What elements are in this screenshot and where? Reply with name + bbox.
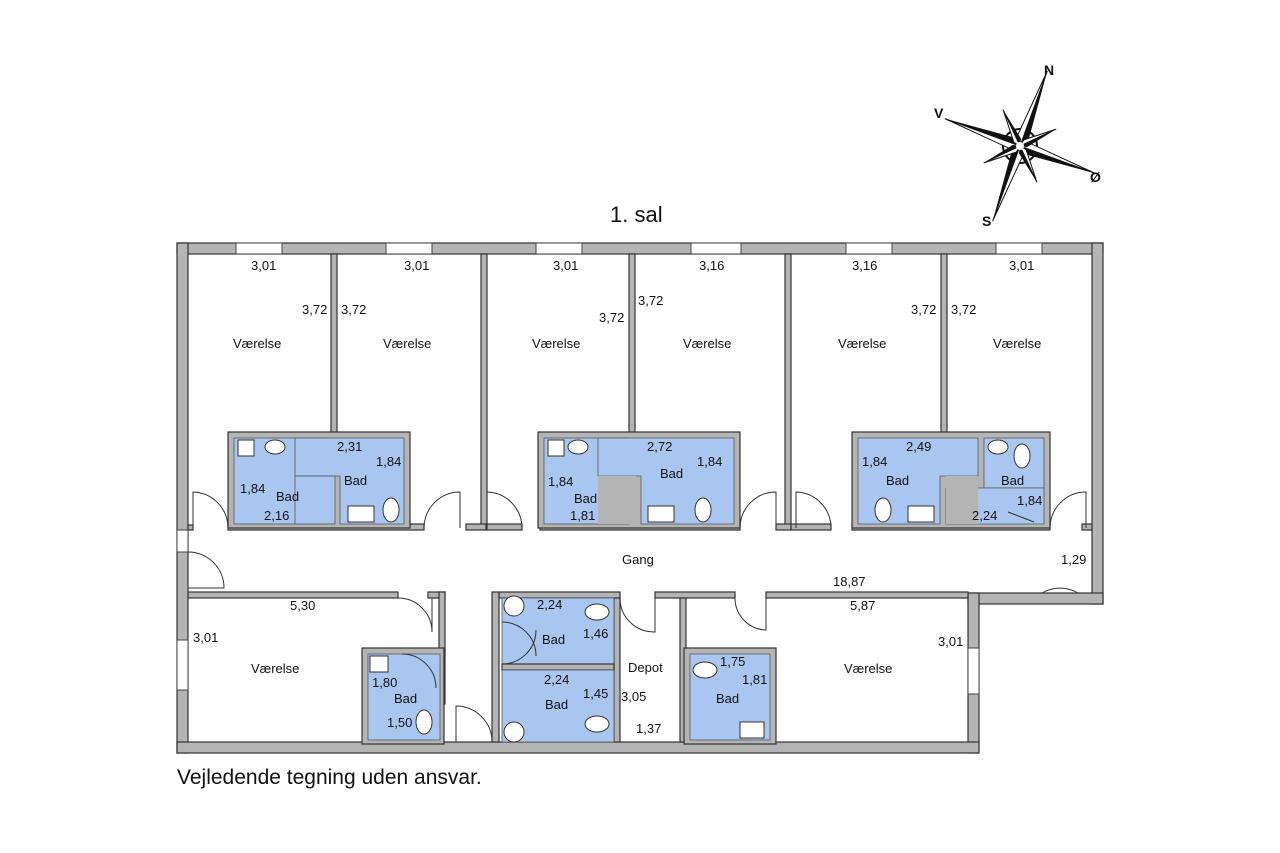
room-1-depth: 3,72 xyxy=(302,302,327,317)
room-1-width: 3,01 xyxy=(251,258,276,273)
bath-9-depth: 1,45 xyxy=(583,686,608,701)
bath-4-depth: 1,84 xyxy=(697,454,722,469)
bath-10-width: 1,75 xyxy=(720,654,745,669)
room-6-depth: 3,72 xyxy=(951,302,976,317)
bathrooms-lower xyxy=(361,595,777,745)
room-8-name: Værelse xyxy=(844,661,892,676)
bath-4-name: Bad xyxy=(660,466,683,481)
room-7-width: 5,30 xyxy=(290,598,315,613)
room-3-width: 3,01 xyxy=(553,258,578,273)
floor-title: 1. sal xyxy=(610,202,663,227)
bath-3-width: 1,81 xyxy=(570,508,595,523)
room-2-depth: 3,72 xyxy=(341,302,366,317)
room-6-width: 3,01 xyxy=(1009,258,1034,273)
room-2-name: Værelse xyxy=(383,336,431,351)
bath-9-name: Bad xyxy=(545,697,568,712)
room-1-name: Værelse xyxy=(233,336,281,351)
compass-north-label: N xyxy=(1044,62,1054,78)
bath-9-width: 2,24 xyxy=(544,672,569,687)
room-7-name: Værelse xyxy=(251,661,299,676)
bath-6-name: Bad xyxy=(1001,473,1024,488)
bath-2-depth: 1,84 xyxy=(376,454,401,469)
depot-name: Depot xyxy=(628,660,663,675)
room-labels: Værelse 3,01 3,72 Værelse 3,01 3,72 Være… xyxy=(193,258,1086,736)
bath-labels: Bad 2,16 1,84 Bad 2,31 1,84 Bad 1,81 1,8… xyxy=(240,439,1042,730)
room-7-depth: 3,01 xyxy=(193,630,218,645)
room-5-width: 3,16 xyxy=(852,258,877,273)
bath-8-depth: 1,46 xyxy=(583,626,608,641)
room-4-depth: 3,72 xyxy=(638,293,663,308)
room-4-name: Værelse xyxy=(683,336,731,351)
compass-east-label: Ø xyxy=(1090,169,1101,185)
bath-4-width: 2,72 xyxy=(647,439,672,454)
compass-icon xyxy=(944,70,1096,222)
bath-1-name: Bad xyxy=(276,489,299,504)
bath-2-width: 2,31 xyxy=(337,439,362,454)
doors xyxy=(187,491,1087,743)
bath-1-depth: 1,84 xyxy=(240,481,265,496)
depot-depth: 3,05 xyxy=(621,689,646,704)
bath-7-name: Bad xyxy=(394,691,417,706)
room-3-depth: 3,72 xyxy=(599,310,624,325)
corridor-name: Gang xyxy=(622,552,654,567)
room-8-depth: 3,01 xyxy=(938,634,963,649)
bath-3-name: Bad xyxy=(574,491,597,506)
disclaimer-note: Vejledende tegning uden ansvar. xyxy=(177,766,482,789)
bath-5-width: 2,49 xyxy=(906,439,931,454)
bath-7-width: 1,50 xyxy=(387,715,412,730)
bath-3-depth: 1,84 xyxy=(548,474,573,489)
bath-6-width: 2,24 xyxy=(972,508,997,523)
compass-south-label: S xyxy=(982,213,991,229)
bath-2-name: Bad xyxy=(344,473,367,488)
bath-7-depth: 1,80 xyxy=(372,675,397,690)
bath-6-depth: 1,84 xyxy=(1017,493,1042,508)
bath-5-depth: 1,84 xyxy=(862,454,887,469)
room-4-width: 3,16 xyxy=(699,258,724,273)
compass-west-label: V xyxy=(934,105,944,121)
windows xyxy=(176,242,1043,695)
bathrooms-upper xyxy=(227,431,1051,529)
room-2-width: 3,01 xyxy=(404,258,429,273)
bath-5-name: Bad xyxy=(886,473,909,488)
bath-10-name: Bad xyxy=(716,691,739,706)
bath-10-depth: 1,81 xyxy=(742,672,767,687)
corridor-length: 18,87 xyxy=(833,574,866,589)
corridor-width: 1,29 xyxy=(1061,552,1086,567)
room-5-depth: 3,72 xyxy=(911,302,936,317)
depot-width: 1,37 xyxy=(636,721,661,736)
bath-1-width: 2,16 xyxy=(264,508,289,523)
room-6-name: Værelse xyxy=(993,336,1041,351)
room-5-name: Værelse xyxy=(838,336,886,351)
room-8-width: 5,87 xyxy=(850,598,875,613)
bath-8-width: 2,24 xyxy=(537,597,562,612)
room-3-name: Værelse xyxy=(532,336,580,351)
bath-8-name: Bad xyxy=(542,632,565,647)
